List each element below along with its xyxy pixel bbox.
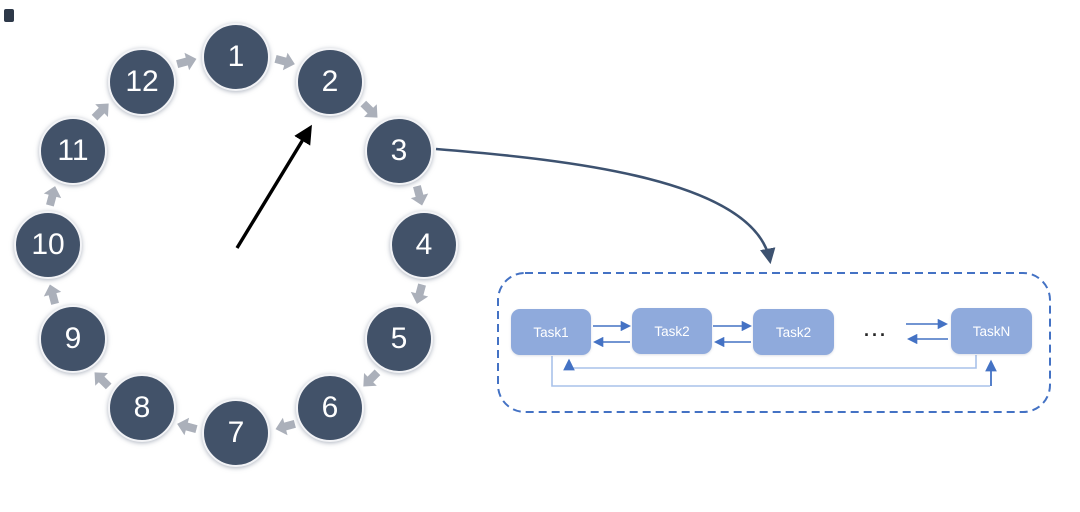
task-group-dashed-border — [497, 272, 1051, 413]
clock-node-8: 8 — [108, 374, 176, 442]
clock-node-6: 6 — [296, 374, 364, 442]
step-arrow-icon — [43, 186, 62, 207]
pipeline-ellipsis: ... — [863, 319, 888, 340]
clock-node-11: 11 — [39, 117, 107, 185]
task-box-n: TaskN — [951, 308, 1032, 354]
task-box-3: Task2 — [753, 309, 834, 355]
clock-node-12: 12 — [108, 48, 176, 116]
task-arrows — [592, 318, 949, 348]
task-box-2: Task2 — [632, 308, 712, 354]
feedback-line-task1-to-taskn — [551, 356, 990, 387]
step-arrow-icon — [360, 100, 378, 118]
clock-node-5: 5 — [365, 305, 433, 373]
clock-node-10: 10 — [14, 211, 82, 279]
step-arrow-icon — [363, 369, 381, 387]
feedback-line-taskn-to-task1 — [570, 355, 977, 369]
clock-step-arrows — [43, 52, 429, 436]
clock-node-2: 2 — [296, 48, 364, 116]
step-arrow-icon — [91, 103, 109, 121]
step-arrow-icon — [43, 284, 62, 305]
step-arrow-icon — [275, 417, 296, 436]
step-arrow-icon — [410, 283, 429, 304]
clock-node-9: 9 — [39, 305, 107, 373]
clock-node-3: 3 — [365, 117, 433, 185]
task-box-1: Task1 — [511, 309, 591, 355]
clock-node-1: 1 — [202, 23, 270, 91]
curved-connector-arrow — [435, 147, 776, 265]
step-arrow-icon — [177, 417, 198, 436]
step-arrow-icon — [410, 185, 429, 206]
clock-hand-arrow — [235, 124, 312, 249]
clock-node-7: 7 — [202, 399, 270, 467]
step-arrow-icon — [94, 372, 112, 390]
step-arrow-icon — [274, 52, 295, 71]
step-arrow-icon — [176, 52, 197, 71]
corner-marker — [4, 9, 14, 22]
clock-node-4: 4 — [390, 211, 458, 279]
